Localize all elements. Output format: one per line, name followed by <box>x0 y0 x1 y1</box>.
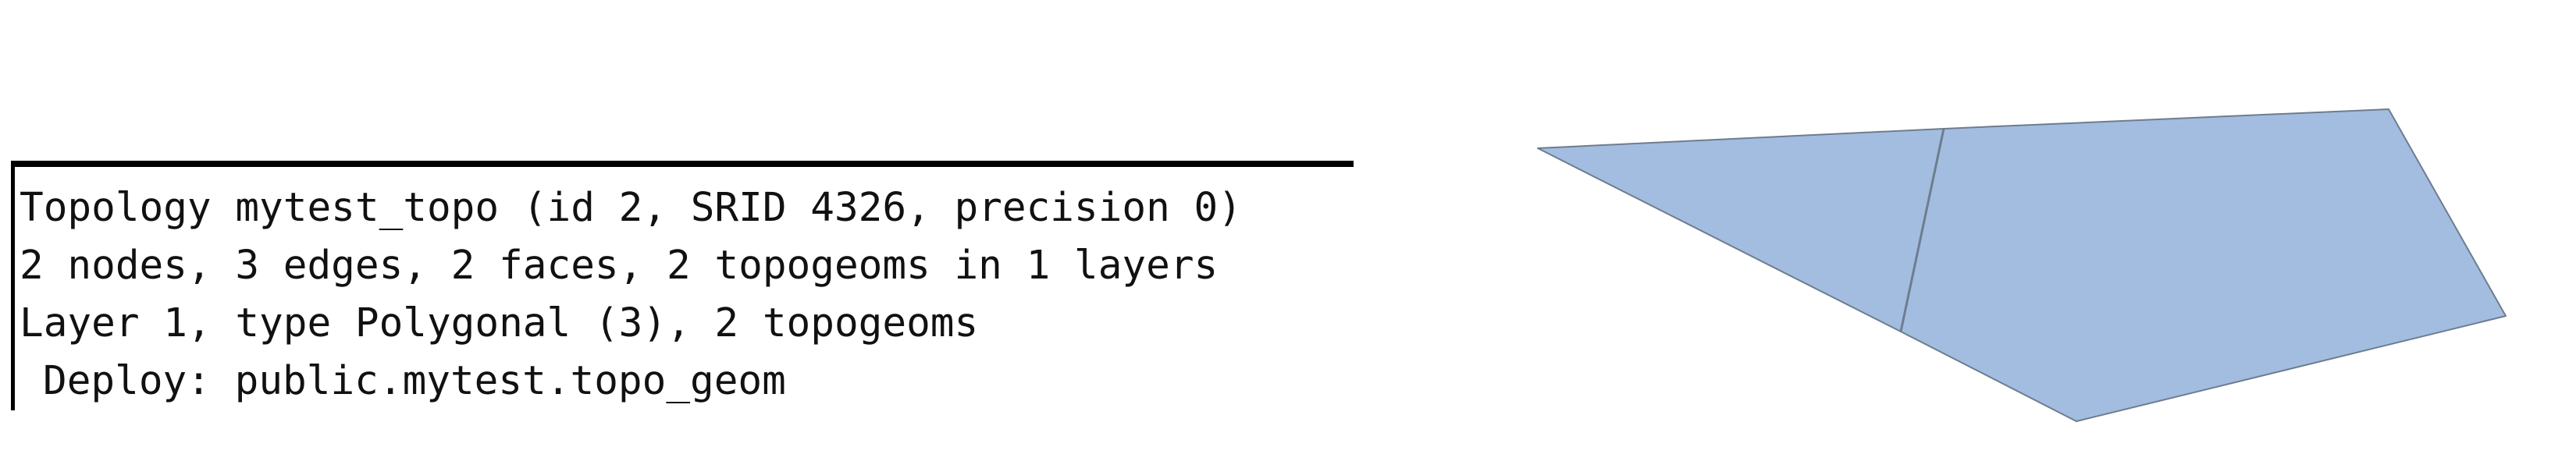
topology-summary-output: Topology mytest_topo (id 2, SRID 4326, p… <box>11 161 1354 410</box>
polygon-view <box>1499 86 2529 445</box>
polygon-face-left <box>1537 128 1944 332</box>
polygon-face-right <box>1900 108 2507 422</box>
topology-counts-line: 2 nodes, 3 edges, 2 faces, 2 topogeoms i… <box>20 243 1219 289</box>
polygon-canvas <box>1537 108 2507 422</box>
topology-deploy-line: Deploy: public.mytest.topo_geom <box>43 358 786 404</box>
topology-header-line: Topology mytest_topo (id 2, SRID 4326, p… <box>20 185 1242 231</box>
topology-layer-line: Layer 1, type Polygonal (3), 2 topogeoms <box>20 300 979 346</box>
shared-edge <box>1899 128 1945 332</box>
